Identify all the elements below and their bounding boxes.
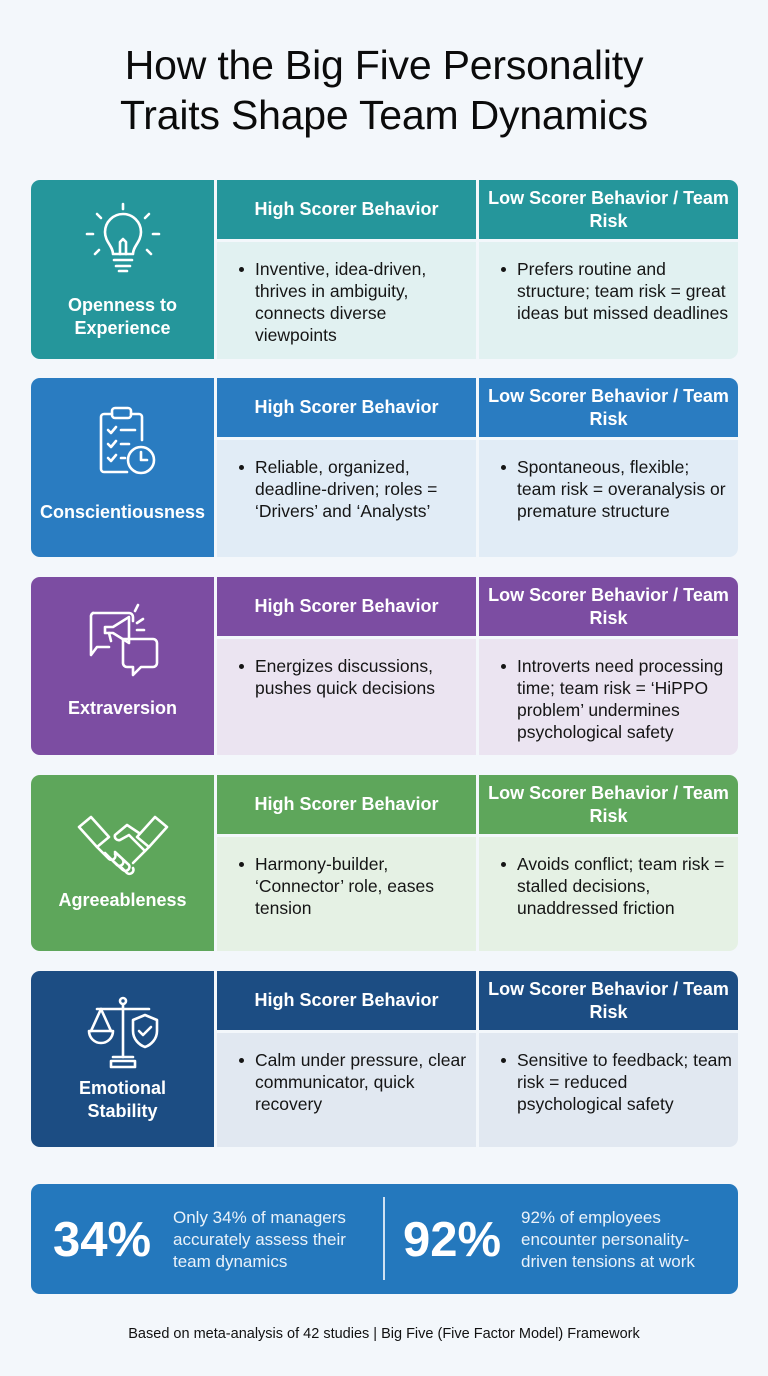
trait-label-panel: Conscientiousness [31,378,214,557]
low-scorer-header: Low Scorer Behavior / Team Risk [479,378,738,437]
trait-conscientiousness: Conscientiousness High Scorer Behavior R… [31,378,738,557]
scale-shield-icon [83,993,163,1073]
high-scorer-header: High Scorer Behavior [217,180,476,239]
trait-openness: Openness to Experience High Scorer Behav… [31,180,738,359]
trait-label-panel: Emotional Stability [31,971,214,1147]
trait-name: Agreeableness [58,890,187,910]
high-scorer-header: High Scorer Behavior [217,378,476,437]
low-scorer-text: Prefers routine and structure; team risk… [499,258,732,324]
trait-agreeableness: Agreeableness High Scorer Behavior Harmo… [31,775,738,951]
trait-extraversion: Extraversion High Scorer Behavior Energi… [31,577,738,755]
low-scorer-text: Spontaneous, flexible; team risk = overa… [499,456,732,522]
stat-text-employees: 92% of employees encounter personality-d… [521,1208,695,1271]
low-scorer-text: Sensitive to feedback; team risk = reduc… [499,1049,732,1115]
stat-value-managers: 34% [53,1213,152,1267]
trait-name: Openness to Experience [67,295,178,338]
high-scorer-header: High Scorer Behavior [217,775,476,834]
stats-divider [383,1197,385,1280]
high-scorer-header: High Scorer Behavior [217,577,476,636]
megaphone-chat-icon [83,599,163,679]
footer-source: Based on meta-analysis of 42 studies | B… [128,1326,640,1342]
stats-banner: 34% Only 34% of managers accurately asse… [31,1184,738,1294]
low-scorer-header: Low Scorer Behavior / Team Risk [479,577,738,636]
title-line-2: Traits Shape Team Dynamics [119,92,648,138]
stat-text-managers: Only 34% of managers accurately assess t… [173,1208,346,1271]
high-scorer-text: Inventive, idea-driven, thrives in ambig… [237,258,470,346]
lightbulb-icon [83,202,163,282]
stat-value-employees: 92% [403,1213,502,1267]
trait-name: Conscientiousness [39,502,206,522]
checklist-clock-icon [83,400,163,480]
low-scorer-text: Introverts need processing time; team ri… [499,655,732,743]
trait-label-panel: Agreeableness [31,775,214,951]
low-scorer-header: Low Scorer Behavior / Team Risk [479,180,738,239]
high-scorer-text: Harmony-builder, ‘Connector’ role, eases… [237,853,470,919]
trait-label-panel: Openness to Experience [31,180,214,359]
low-scorer-header: Low Scorer Behavior / Team Risk [479,775,738,834]
handshake-icon [77,803,168,883]
high-scorer-text: Calm under pressure, clear communicator,… [237,1049,470,1115]
title-line-1: How the Big Five Personality [124,42,644,88]
low-scorer-text: Avoids conflict; team risk = stalled dec… [499,853,732,919]
trait-name: Emotional Stability [78,1078,166,1121]
trait-emotional-stability: Emotional Stability High Scorer Behavior… [31,971,738,1147]
high-scorer-text: Reliable, organized, deadline-driven; ro… [237,456,470,522]
high-scorer-header: High Scorer Behavior [217,971,476,1030]
trait-name: Extraversion [67,698,178,718]
trait-label-panel: Extraversion [31,577,214,755]
page-title: How the Big Five Personality Traits Shap… [0,40,768,140]
low-scorer-header: Low Scorer Behavior / Team Risk [479,971,738,1030]
high-scorer-text: Energizes discussions, pushes quick deci… [237,655,470,699]
